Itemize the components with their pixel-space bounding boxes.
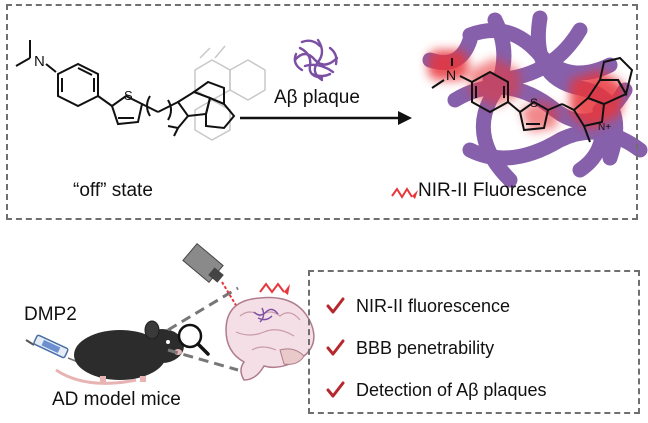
feature-label: NIR-II fluorescence: [356, 296, 511, 316]
svg-text:S: S: [530, 96, 538, 110]
feature-item: NIR-II fluorescence: [356, 296, 510, 317]
feature-label: Detection of Aβ plaques: [356, 380, 547, 400]
probe-label: DMP2: [24, 304, 77, 325]
brain-icon: [225, 296, 315, 381]
wave-icon: [259, 282, 290, 295]
laser-beam: [221, 281, 241, 313]
check-icon: [326, 297, 345, 398]
subject-label: AD model mice: [52, 389, 181, 410]
magnifier-icon: [177, 323, 210, 356]
svg-text:S: S: [124, 88, 133, 103]
view-cone: [167, 286, 239, 372]
plaque-label: Aβ plaque: [274, 87, 360, 108]
feature-item: Detection of Aβ plaques: [356, 380, 546, 401]
feature-label: BBB penetrability: [356, 338, 495, 358]
molecule-off-state: N S: [15, 40, 266, 141]
svg-text:N+: N+: [598, 122, 611, 133]
off-state-label: “off” state: [73, 180, 153, 201]
features-panel-border: [308, 270, 640, 414]
mouse-icon: [55, 320, 184, 385]
plaque-small-icon: [293, 38, 339, 82]
syringe-icon: [25, 334, 79, 363]
wave-icon: [391, 187, 418, 199]
reaction-arrow: [240, 111, 412, 125]
svg-text:N: N: [446, 67, 456, 83]
svg-text:N: N: [34, 53, 45, 70]
fluorescence-label: NIR-II Fluorescence: [418, 180, 587, 201]
top-panel-border: [6, 4, 638, 220]
molecule-on-state: N S N+: [431, 56, 634, 143]
feature-item: BBB penetrability: [356, 338, 494, 359]
camera-icon: [182, 242, 224, 284]
